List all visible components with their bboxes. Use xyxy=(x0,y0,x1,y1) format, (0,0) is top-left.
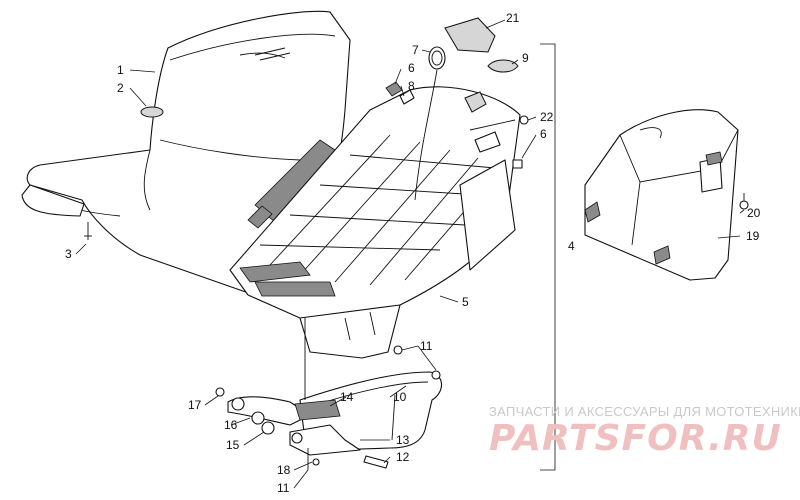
latch-bracket xyxy=(487,59,519,73)
callout-18: 18 xyxy=(277,463,291,477)
callout-2: 2 xyxy=(117,81,124,95)
callout-1: 1 xyxy=(117,63,124,77)
seat-strap xyxy=(140,106,164,118)
watermark-tagline: ЗАПЧАСТИ И АКСЕССУАРЫ ДЛЯ МОТОТЕХНИКИ xyxy=(489,404,800,419)
callout-20: 20 xyxy=(747,206,761,220)
latch-cover xyxy=(444,17,496,53)
callout-14: 14 xyxy=(340,390,354,404)
callout-4: 4 xyxy=(568,239,575,253)
leader-lines xyxy=(75,19,745,489)
watermark-brand: PARTSFOR.RU xyxy=(489,418,782,459)
seat-fastener xyxy=(84,222,92,240)
assembly-bracket xyxy=(540,43,556,471)
callout-3: 3 xyxy=(65,247,72,261)
callout-9: 9 xyxy=(522,51,529,65)
seat-support-frame xyxy=(227,318,443,456)
callout-6b: 6 xyxy=(540,127,547,141)
callout-22: 22 xyxy=(540,110,554,124)
latch-parts xyxy=(385,46,501,201)
callout-12: 12 xyxy=(396,450,410,464)
callout-6a: 6 xyxy=(408,61,415,75)
callout-5: 5 xyxy=(462,295,469,309)
callout-labels: 1 2 3 4 5 6 6 7 8 9 10 11 11 12 13 14 15… xyxy=(65,11,761,495)
callout-15: 15 xyxy=(226,438,240,452)
clip xyxy=(512,159,523,169)
nut xyxy=(519,115,529,125)
callout-7: 7 xyxy=(412,43,419,57)
storage-box xyxy=(584,109,739,281)
callout-11a: 11 xyxy=(420,339,433,353)
callout-13: 13 xyxy=(396,433,410,447)
callout-16: 16 xyxy=(224,418,238,432)
callout-17: 17 xyxy=(188,398,202,412)
box-screw xyxy=(739,193,749,210)
callout-8: 8 xyxy=(408,79,415,93)
callout-11b: 11 xyxy=(277,481,290,495)
callout-19: 19 xyxy=(746,229,760,243)
callout-10: 10 xyxy=(393,390,407,404)
callout-21: 21 xyxy=(506,11,520,25)
hardware xyxy=(215,345,441,470)
seat-base xyxy=(229,86,521,359)
